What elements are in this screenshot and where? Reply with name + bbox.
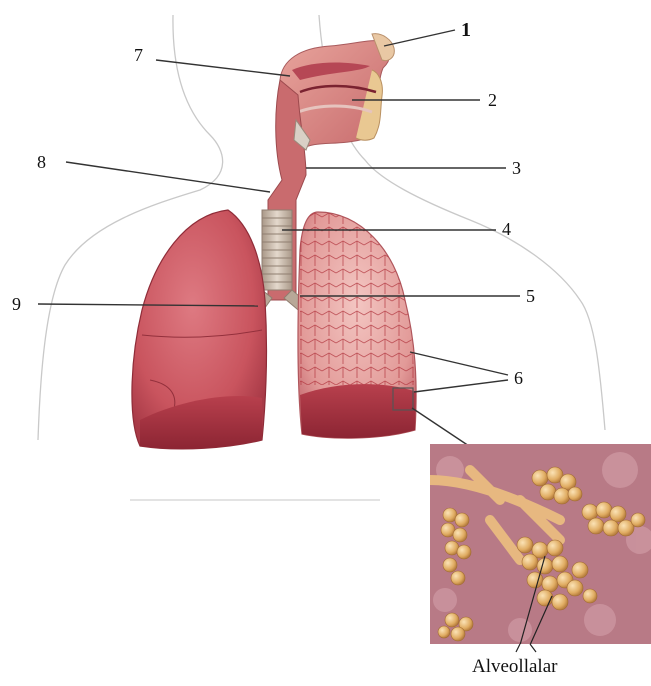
right-lung — [298, 212, 416, 438]
label-4: 4 — [502, 220, 511, 238]
label-8: 8 — [37, 153, 46, 171]
label-3: 3 — [512, 159, 521, 177]
label-1: 1 — [461, 20, 471, 40]
label-6: 6 — [514, 369, 523, 387]
label-5: 5 — [526, 287, 535, 305]
label-2: 2 — [488, 91, 497, 109]
label-9: 9 — [12, 295, 21, 313]
label-7: 7 — [134, 46, 143, 64]
alveoli-caption: Alveollalar — [472, 656, 557, 678]
caption-pointers — [516, 644, 536, 652]
left-lung — [132, 210, 267, 449]
alveoli-inset — [430, 444, 651, 645]
